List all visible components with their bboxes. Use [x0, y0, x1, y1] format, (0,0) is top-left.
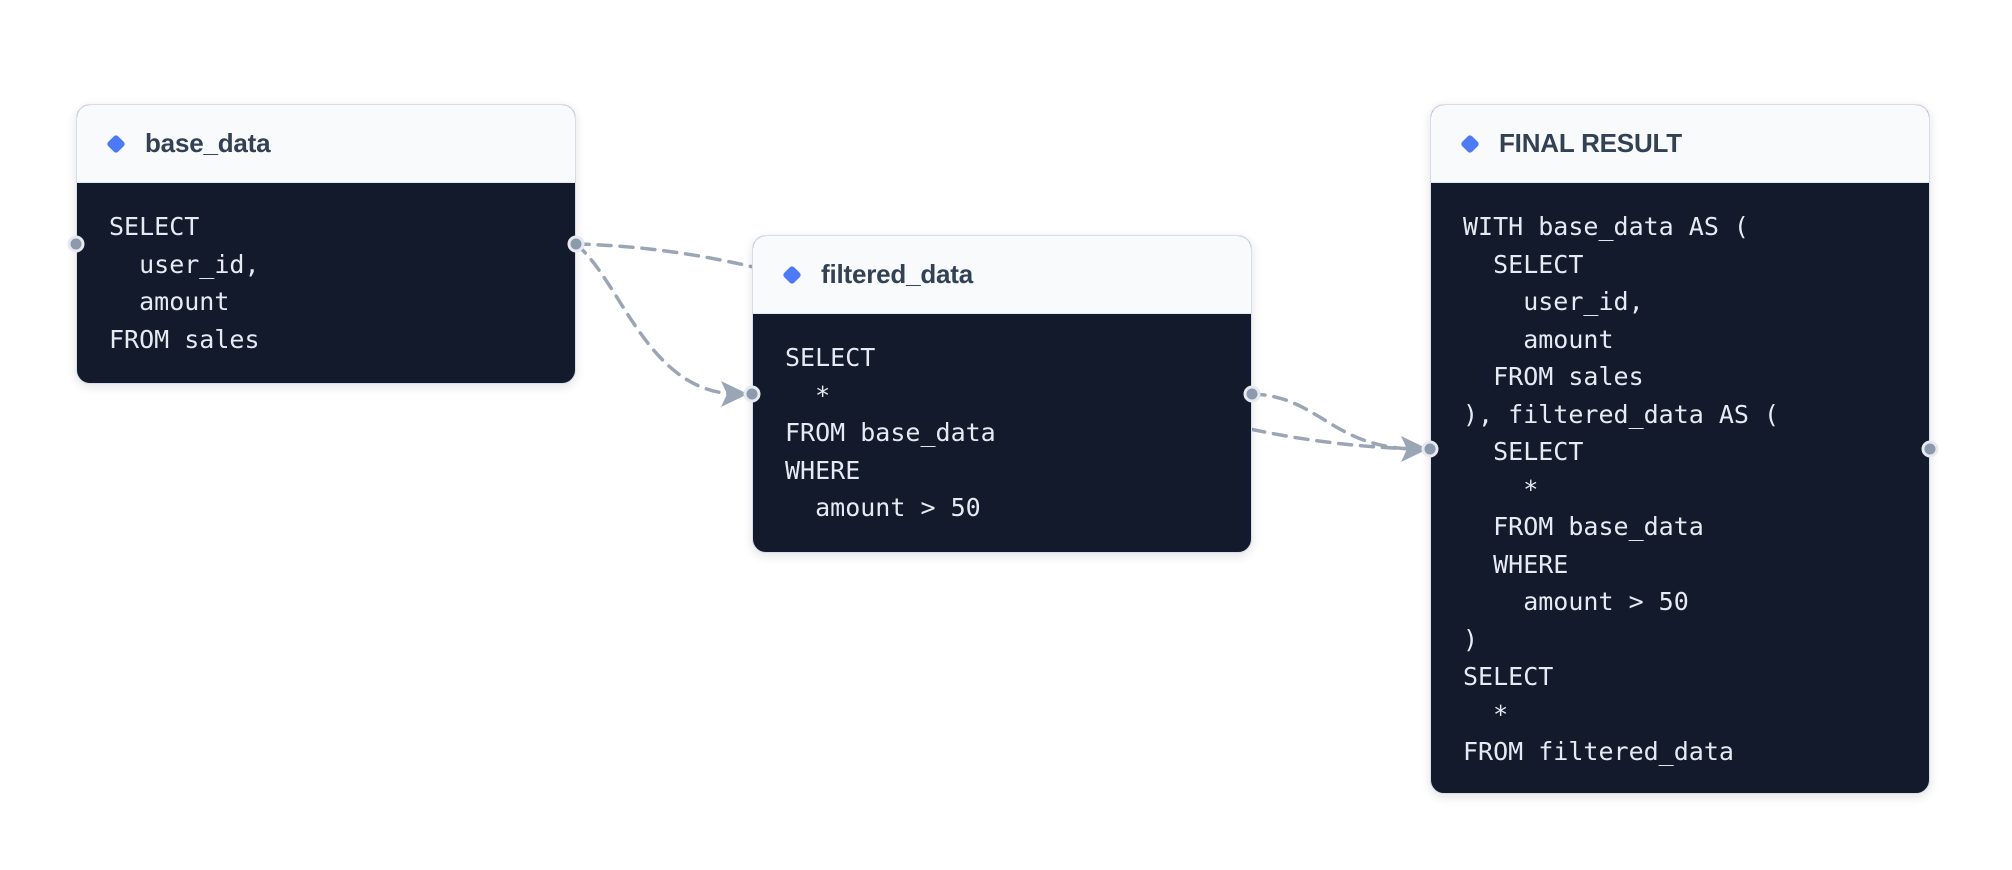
diamond-icon [106, 133, 126, 154]
source-handle[interactable] [1243, 385, 1261, 403]
node-title: filtered_data [821, 259, 974, 289]
edge-base-data-to-filtered-data[interactable] [574, 242, 740, 396]
target-handle[interactable] [67, 235, 85, 253]
node-filtered-data-header: filtered_data [753, 236, 1251, 314]
node-title: base_data [145, 128, 271, 158]
target-handle[interactable] [743, 385, 761, 403]
arrowhead-into-filtered-data [721, 381, 748, 407]
node-final-result[interactable]: FINAL RESULT WITH base_data AS ( SELECT … [1421, 104, 1939, 794]
source-handle[interactable] [567, 235, 585, 253]
node-sql-code: SELECT user_id, amount FROM sales [109, 212, 260, 354]
diamond-icon [1460, 133, 1480, 154]
arrowhead-into-final-result [1401, 436, 1428, 462]
edge-filtered-data-to-final-result[interactable] [1250, 392, 1420, 451]
node-filtered-data[interactable]: filtered_data SELECT * FROM base_data WH… [743, 235, 1261, 553]
target-handle[interactable] [1421, 440, 1439, 458]
source-handle[interactable] [1921, 440, 1939, 458]
node-title: FINAL RESULT [1499, 128, 1682, 158]
diamond-icon [782, 264, 802, 285]
node-final-result-header: FINAL RESULT [1431, 105, 1929, 183]
node-sql-code: SELECT * FROM base_data WHERE amount > 5… [785, 343, 996, 522]
node-sql-code: WITH base_data AS ( SELECT user_id, amou… [1463, 212, 1780, 766]
node-base-data-header: base_data [77, 105, 575, 183]
node-base-data[interactable]: base_data SELECT user_id, amount FROM sa… [67, 104, 585, 384]
